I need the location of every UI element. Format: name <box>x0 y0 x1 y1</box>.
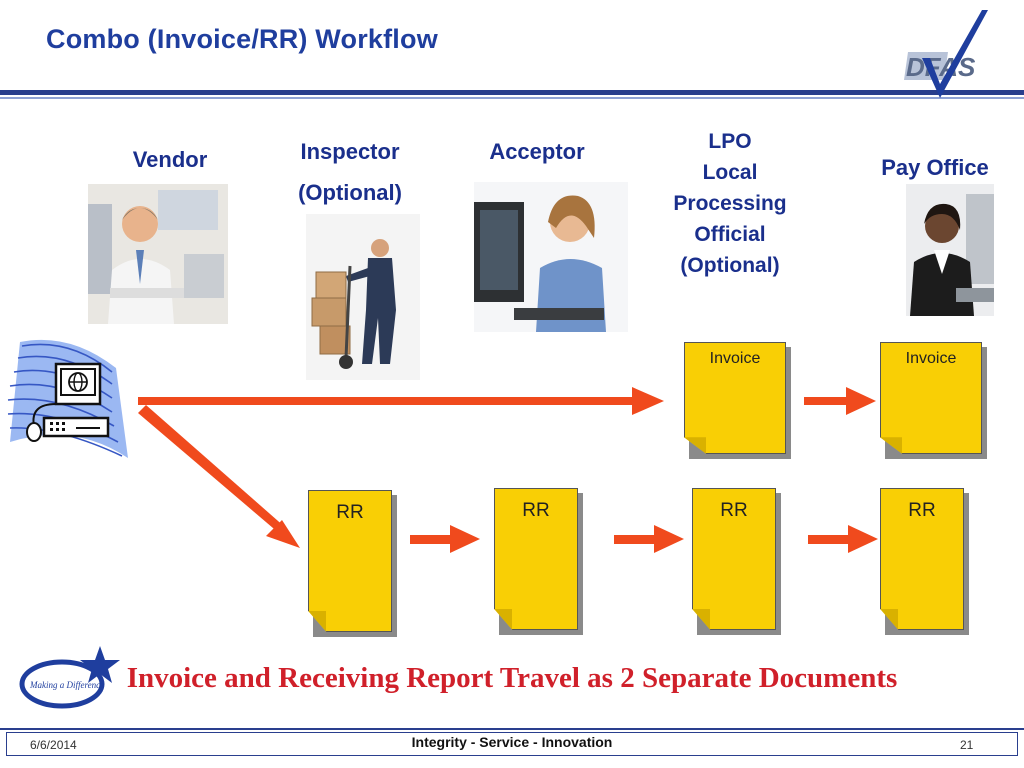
badge-logo: Making a Difference <box>19 646 120 709</box>
lpo-label-line2: Local <box>702 161 758 184</box>
rr-document-acceptor: RR <box>494 488 583 635</box>
rr-label: RR <box>336 502 364 523</box>
rr-document-pay-office: RR <box>880 488 969 635</box>
arrow-lpo-to-payoffice-rr <box>808 525 878 553</box>
rr-label: RR <box>720 500 748 521</box>
svg-text:DFAS: DFAS <box>906 52 976 82</box>
footer-date: 6/6/2014 <box>30 738 77 752</box>
footer-bar <box>6 732 1018 756</box>
rr-document-lpo: RR <box>692 488 781 635</box>
acceptor-label: Acceptor <box>489 139 585 164</box>
tagline: Invoice and Receiving Report Travel as 2… <box>126 662 898 694</box>
invoice-document-lpo: Invoice <box>684 342 791 459</box>
lpo-label-line3: Processing <box>673 192 787 215</box>
footer-divider <box>0 728 1024 730</box>
arrow-vendor-to-inspector-rr <box>138 405 300 548</box>
pay-office-label: Pay Office <box>881 155 989 180</box>
arrow-vendor-to-lpo-invoice <box>138 387 664 415</box>
lpo-label-line1: LPO <box>708 130 752 153</box>
title-divider <box>0 90 1024 95</box>
page-number: 21 <box>960 738 974 752</box>
vendor-photo <box>88 184 228 324</box>
acceptor-photo <box>474 182 628 332</box>
lpo-label-line5: (Optional) <box>680 254 780 277</box>
invoice-label: Invoice <box>905 350 957 367</box>
rr-document-inspector: RR <box>308 490 397 637</box>
arrow-acceptor-to-lpo-rr <box>614 525 684 553</box>
inspector-label-line2: (Optional) <box>298 180 402 205</box>
badge-text: Making a Difference <box>29 680 104 690</box>
rr-label: RR <box>522 500 550 521</box>
footer-motto: Integrity - Service - Innovation <box>411 734 613 750</box>
computer-icon <box>7 339 128 458</box>
dfas-logo: DFAS <box>904 10 988 98</box>
pay-office-photo <box>906 184 994 316</box>
invoice-document-pay-office: Invoice <box>880 342 987 459</box>
vendor-label: Vendor <box>132 147 208 172</box>
arrow-lpo-to-payoffice-invoice <box>804 387 876 415</box>
invoice-label: Invoice <box>709 350 761 367</box>
title-divider-light <box>0 97 1024 99</box>
arrow-inspector-to-acceptor-rr <box>410 525 480 553</box>
inspector-label-line1: Inspector <box>300 139 400 164</box>
inspector-label: Inspector (Optional) <box>270 136 430 208</box>
lpo-label: LPO Local Processing Official (Optional) <box>640 126 820 281</box>
slide-title: Combo (Invoice/RR) Workflow <box>46 24 438 54</box>
lpo-label-line4: Official <box>694 223 766 246</box>
inspector-photo <box>306 214 420 380</box>
rr-label: RR <box>908 500 936 521</box>
